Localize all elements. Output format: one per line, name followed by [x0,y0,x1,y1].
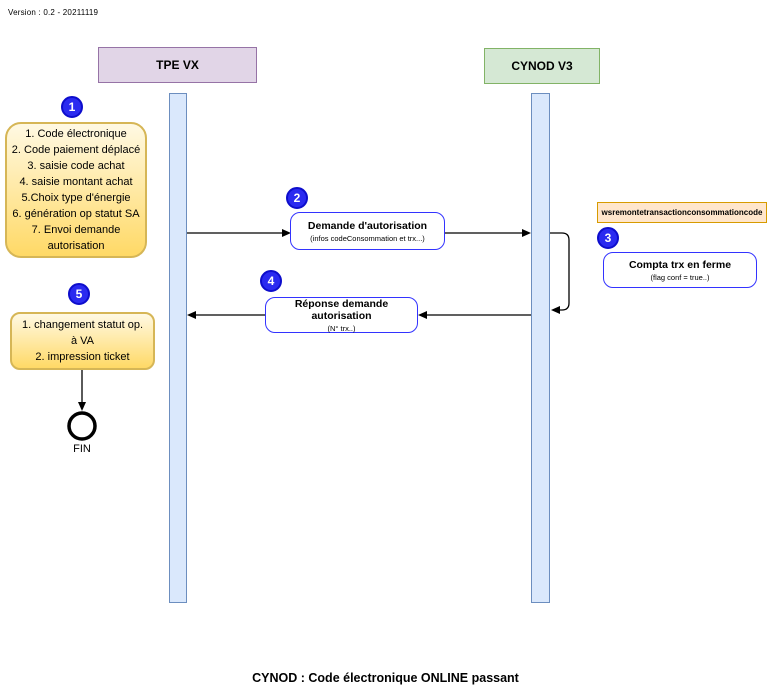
message-compta-trx: Compta trx en ferme (flag conf = true..) [603,252,757,288]
note-line: 4. saisie montant achat [19,176,133,188]
actor-cynod-v3: CYNOD V3 [484,48,600,84]
message-title: Réponse demande autorisation [294,297,389,322]
step-badge-3: 3 [597,227,619,249]
message-reponse-autorisation: Réponse demande autorisation (N° trx..) [265,297,418,333]
lifeline-tpe [169,93,187,603]
note-line: 1. changement statut op. à VA [21,319,144,347]
fin-terminator-circle [67,411,97,441]
step-badge-2: 2 [286,187,308,209]
note-step5: 1. changement statut op. à VA 2. impress… [10,312,155,370]
note-line: 3. saisie code achat [27,160,125,172]
fin-label: FIN [73,443,91,455]
message-subtitle: (N° trx..) [327,323,356,333]
note-line: 2. Code paiement déplacé [11,144,141,156]
step-badge-1: 1 [61,96,83,118]
step-badge-4: 4 [260,270,282,292]
note-step1: 1. Code électronique 2. Code paiement dé… [5,122,147,258]
note-line: 5.Choix type d'énergie [21,192,131,204]
note-line: 7. Envoi demande autorisation [31,224,121,252]
note-line: 6. génération op statut SA [12,208,140,220]
lifeline-cynod [531,93,550,603]
version-label: Version : 0.2 - 20211119 [8,8,99,17]
diagram-caption: CYNOD : Code électronique ONLINE passant [252,671,519,685]
note-line: 1. Code électronique [25,128,127,140]
actor-tpe-vx: TPE VX [98,47,257,83]
note-line: 2. impression ticket [35,351,130,363]
fin-arrow [78,370,86,411]
self-loop-arrow [550,232,570,314]
webservice-box: wsremontetransactionconsommationcode [597,202,767,223]
message-title: Compta trx en ferme [628,258,732,271]
step-badge-5: 5 [68,283,90,305]
message-demande-autorisation: Demande d'autorisation (infos codeConsom… [290,212,445,250]
message-title: Demande d'autorisation [307,219,428,232]
message-subtitle: (flag conf = true..) [650,272,710,282]
message-subtitle: (infos codeConsommation et trx...) [310,233,425,243]
